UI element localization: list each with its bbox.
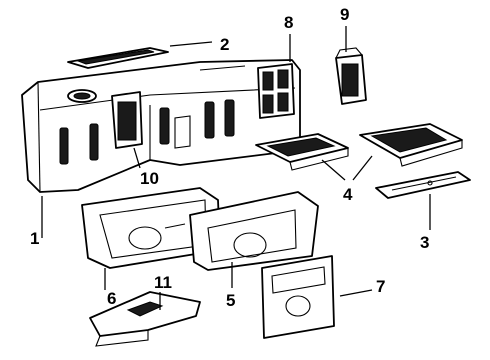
leader-4b bbox=[352, 155, 373, 181]
support-bracket bbox=[89, 291, 201, 347]
console-bracket bbox=[255, 133, 349, 171]
callout-10: 10 bbox=[140, 169, 159, 188]
callout-9: 9 bbox=[340, 5, 349, 24]
leader-7 bbox=[339, 289, 373, 297]
console-tray bbox=[359, 123, 463, 167]
callout-4: 4 bbox=[343, 185, 353, 204]
leader-2 bbox=[169, 41, 213, 47]
callout-6: 6 bbox=[107, 289, 116, 308]
callout-2: 2 bbox=[220, 35, 229, 54]
side-air-vent bbox=[335, 47, 367, 105]
left-air-vent bbox=[111, 91, 143, 149]
glove-box-door bbox=[375, 171, 471, 199]
callout-7: 7 bbox=[376, 277, 385, 296]
callout-3: 3 bbox=[420, 233, 429, 252]
center-air-vent bbox=[257, 63, 295, 119]
callout-5: 5 bbox=[226, 291, 235, 310]
leader-4a bbox=[321, 159, 346, 181]
callout-1: 1 bbox=[30, 229, 39, 248]
cluster-bezel bbox=[189, 191, 319, 271]
callout-8: 8 bbox=[284, 13, 293, 32]
defroster-grille bbox=[67, 47, 169, 69]
leader-10 bbox=[133, 147, 141, 169]
trim-plate bbox=[261, 255, 335, 339]
callout-11: 11 bbox=[154, 273, 172, 292]
instrument-panel-pad bbox=[21, 59, 301, 193]
